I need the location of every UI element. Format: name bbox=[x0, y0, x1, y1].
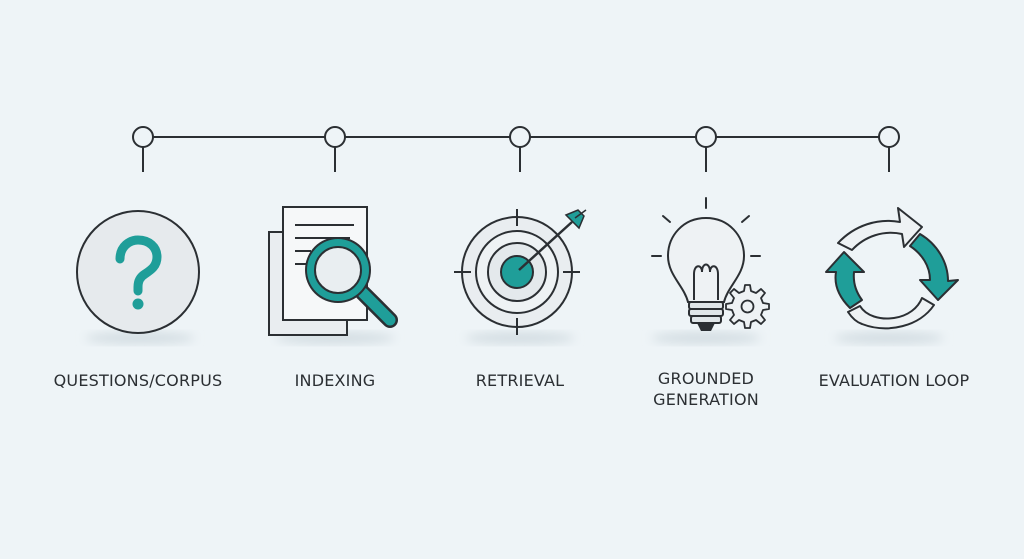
document-magnifier-icon bbox=[268, 206, 398, 336]
timeline-node bbox=[324, 126, 346, 172]
stage-label-questions-corpus: QUESTIONS/CORPUS bbox=[53, 371, 223, 390]
timeline-node bbox=[695, 126, 717, 172]
timeline-node bbox=[132, 126, 154, 172]
timeline-node bbox=[878, 126, 900, 172]
stage-label-evaluation-loop: EVALUATION LOOP bbox=[818, 371, 970, 390]
gear-icon bbox=[725, 284, 770, 329]
question-mark-icon bbox=[76, 210, 200, 334]
icon-shadows bbox=[85, 332, 944, 344]
lightbulb-gear-icon bbox=[651, 197, 770, 331]
cycle-arrows-icon bbox=[825, 207, 959, 330]
target-arrow-icon bbox=[454, 209, 587, 335]
stage-label-retrieval: RETRIEVAL bbox=[475, 371, 565, 390]
stage-label-grounded-generation: GROUNDED GENERATION bbox=[653, 369, 759, 409]
timeline bbox=[132, 126, 900, 172]
timeline-node bbox=[509, 126, 531, 172]
stage-label-indexing: INDEXING bbox=[294, 371, 376, 390]
